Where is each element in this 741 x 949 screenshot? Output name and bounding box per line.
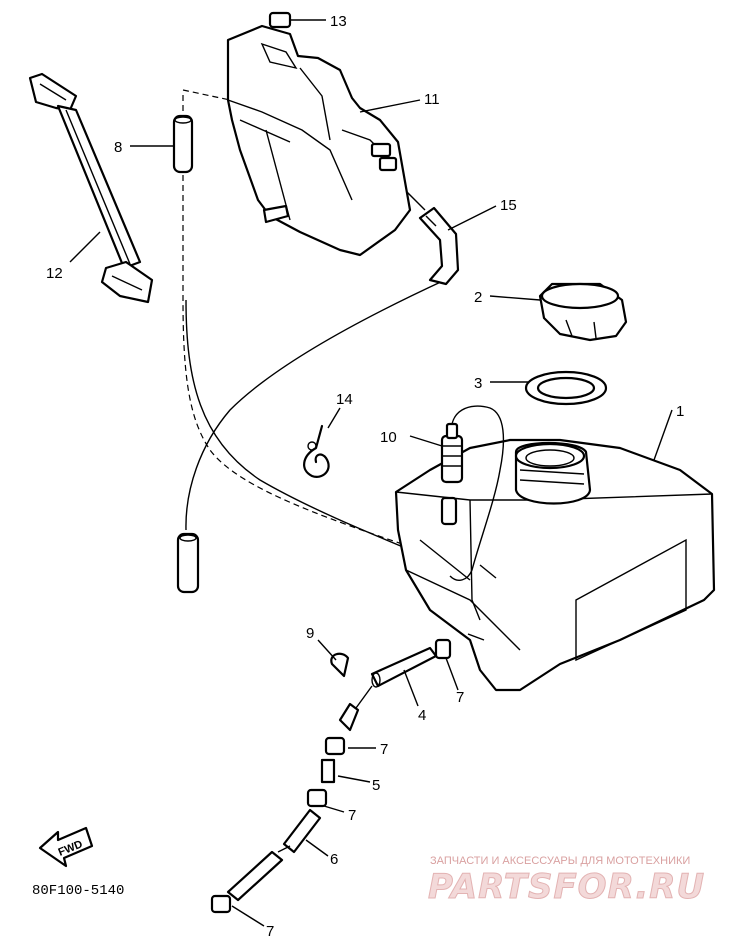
diagram-code: 80F100-5140 — [32, 883, 124, 899]
breather-hose — [418, 206, 460, 286]
gasket-ring — [524, 370, 608, 406]
callout-3: 3 — [474, 375, 482, 392]
clamp-7a — [434, 638, 452, 660]
fuel-line-assembly — [210, 638, 452, 914]
clamp-7d — [210, 894, 232, 914]
clamp-7c — [306, 788, 328, 808]
hose-clip-14 — [303, 424, 330, 478]
reservoir-tank — [226, 24, 412, 257]
callouts: 1 2 3 4 5 6 7 7 7 7 8 9 10 11 12 13 14 1… — [46, 13, 684, 940]
hose-8 — [172, 114, 194, 174]
vent-hose-10 — [440, 405, 505, 581]
fuel-filter-5 — [320, 758, 336, 784]
callout-13: 13 — [330, 13, 347, 30]
callout-9: 9 — [306, 625, 314, 642]
callout-12: 12 — [46, 265, 63, 282]
drain-hose — [176, 532, 200, 594]
callout-7-a: 7 — [456, 689, 464, 706]
fuel-hose-4 — [370, 646, 438, 688]
fuel-hose-6 — [282, 808, 322, 854]
callout-2: 2 — [474, 289, 482, 306]
callout-6: 6 — [330, 851, 338, 868]
callout-14: 14 — [336, 391, 353, 408]
callout-7-c: 7 — [348, 807, 356, 824]
callout-5: 5 — [372, 777, 380, 794]
rubber-strap — [28, 72, 154, 304]
watermark: ЗАПЧАСТИ И АКСЕССУАРЫ ДЛЯ МОТОТЕХНИКИ PA… — [428, 855, 705, 908]
clamp-7b — [324, 736, 346, 756]
forward-arrow-icon: FWD — [38, 826, 94, 868]
callout-1: 1 — [676, 403, 684, 420]
callout-15: 15 — [500, 197, 517, 214]
leader-lines — [69, 19, 673, 927]
callout-11: 11 — [424, 91, 440, 108]
callout-7-d: 7 — [266, 923, 274, 940]
watermark-tagline: ЗАПЧАСТИ И АКСЕССУАРЫ ДЛЯ МОТОТЕХНИКИ — [430, 855, 690, 867]
filler-cap — [538, 282, 628, 342]
main-tank — [394, 438, 716, 692]
callout-7-b: 7 — [380, 741, 388, 758]
callout-4: 4 — [418, 707, 426, 724]
callout-8: 8 — [114, 139, 122, 156]
clamp-9 — [330, 652, 350, 678]
watermark-logo: PARTSFOR.RU — [428, 867, 705, 907]
callout-10: 10 — [380, 429, 397, 446]
reservoir-cap — [268, 11, 292, 29]
